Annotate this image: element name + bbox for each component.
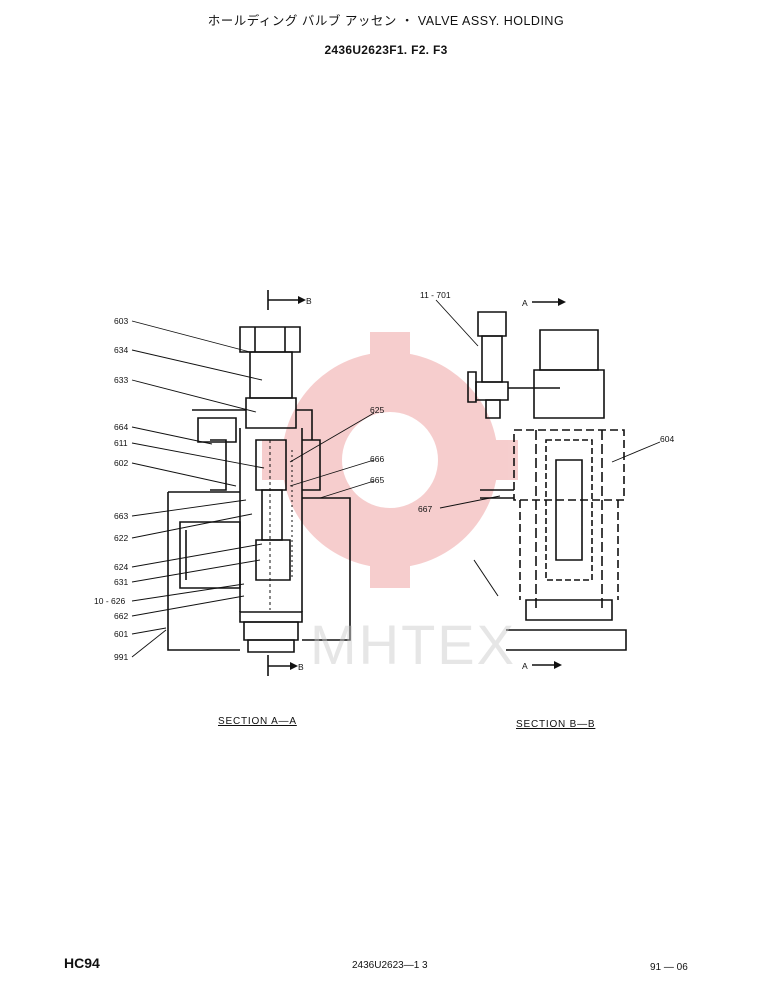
callout-611: 611: [114, 438, 128, 448]
callout-701: 11 - 701: [420, 290, 451, 300]
drawing-title: ホールディング バルブ アッセン ・ VALVE ASSY. HOLDING: [207, 14, 565, 28]
watermark-text: MHTEX: [310, 613, 516, 676]
section-b-b-drawing: [467, 301, 627, 666]
callout-633: 633: [114, 375, 128, 385]
cut-label-a-bottom: A: [522, 661, 528, 671]
cut-arrows: [290, 296, 566, 670]
section-a-label: SECTION A—A: [218, 716, 297, 727]
drawing-number: 2436U2623—1 3: [352, 960, 428, 971]
callout-991: 991: [114, 652, 128, 662]
callout-666: 666: [370, 454, 384, 464]
callout-667: 667: [418, 504, 432, 514]
leader-lines: [131, 299, 661, 658]
callout-626: 10 - 626: [94, 596, 125, 606]
revision-date: 91 — 06: [650, 962, 688, 973]
model-code: HC94: [64, 955, 100, 971]
callout-624: 624: [114, 562, 128, 572]
callout-601: 601: [114, 629, 128, 639]
callout-604: 604: [660, 434, 674, 444]
callout-631: 631: [114, 577, 128, 587]
part-number: 2436U2623F1. F2. F3: [324, 43, 448, 57]
cut-label-b-bottom: B: [298, 662, 304, 672]
callout-663: 663: [114, 511, 128, 521]
cut-label-b-top: B: [306, 296, 312, 306]
cut-label-a-top: A: [522, 298, 528, 308]
callout-625: 625: [370, 405, 384, 415]
callout-662: 662: [114, 611, 128, 621]
callout-603: 603: [114, 316, 128, 326]
callout-665: 665: [370, 475, 384, 485]
gear-watermark-icon: [262, 332, 518, 588]
callout-602: 602: [114, 458, 128, 468]
callout-664: 664: [114, 422, 128, 432]
callout-622: 622: [114, 533, 128, 543]
section-a-a-drawing: [167, 290, 351, 676]
callout-634: 634: [114, 345, 128, 355]
section-b-label: SECTION B—B: [516, 719, 596, 730]
